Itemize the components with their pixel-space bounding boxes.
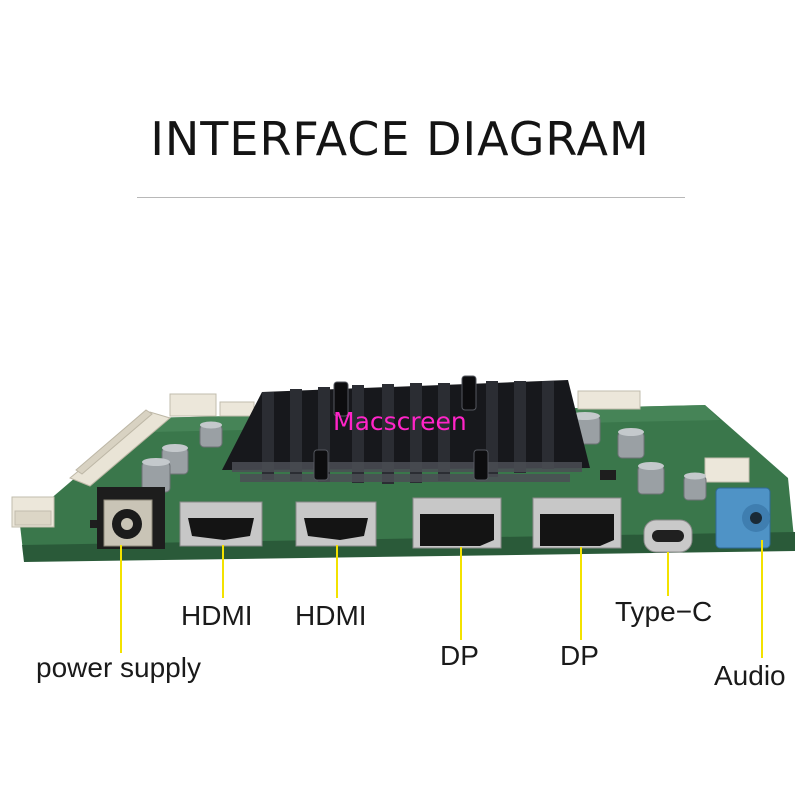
audio-jack-port bbox=[715, 487, 771, 549]
dp-port-2 bbox=[532, 497, 622, 549]
right-side-connector bbox=[704, 457, 750, 483]
brand-watermark: Macscreen bbox=[333, 407, 467, 436]
hdmi-port-2 bbox=[295, 501, 377, 547]
top-right-connector bbox=[577, 390, 641, 410]
label-dp-1: DP bbox=[440, 640, 479, 671]
label-dp-2: DP bbox=[560, 640, 599, 671]
left-edge-connector bbox=[11, 496, 55, 528]
label-audio: Audio bbox=[714, 660, 786, 691]
label-power-supply: power supply bbox=[36, 652, 201, 683]
callout-lines bbox=[120, 540, 763, 658]
label-hdmi-1: HDMI bbox=[181, 600, 253, 631]
heatsink bbox=[222, 375, 590, 484]
dp-port-1 bbox=[412, 497, 502, 549]
left-ribbon-connector bbox=[69, 409, 172, 487]
label-hdmi-2: HDMI bbox=[295, 600, 367, 631]
title-divider bbox=[137, 197, 685, 198]
top-left-connector bbox=[169, 393, 255, 417]
hdmi-port-1 bbox=[179, 501, 263, 547]
label-type-c: Type−C bbox=[615, 596, 713, 627]
dc-power-jack-port bbox=[97, 487, 165, 549]
heatsink-screws bbox=[313, 375, 489, 481]
type-c-port bbox=[643, 519, 693, 553]
diagram-title: INTERFACE DIAGRAM bbox=[150, 112, 650, 166]
